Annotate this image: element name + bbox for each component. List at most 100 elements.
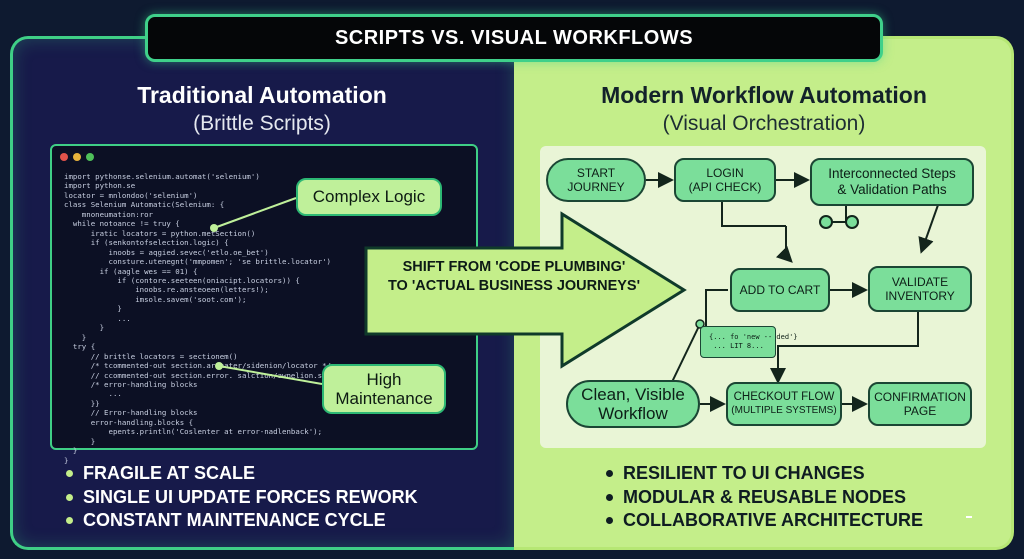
code-line: import python.se — [64, 181, 136, 191]
code-line: epents.println('Coslenter at error-nadle… — [64, 427, 323, 437]
right-subheading: (Visual Orchestration) — [662, 112, 866, 135]
page-title: SCRIPTS VS. VISUAL WORKFLOWS — [145, 14, 883, 62]
junction-node-b — [845, 215, 859, 229]
node-login-line-1: LOGIN — [706, 166, 744, 180]
left-bullet-item: FRAGILE AT SCALE — [66, 462, 418, 486]
bullet-dot-icon — [606, 517, 613, 525]
left-bullet-list: FRAGILE AT SCALE SINGLE UI UPDATE FORCES… — [66, 462, 418, 533]
code-line: if (contore.seeteen(oniacipt.locators)) … — [64, 275, 300, 285]
code-line: if (senkontofselection.logic) { — [64, 238, 229, 248]
code-line: inoobs.re.ansteoeen(letters!); — [64, 285, 269, 295]
code-line: while notoance != truy { — [64, 219, 180, 229]
code-line: } — [64, 436, 96, 446]
code-line: error-handling.blocks { — [64, 417, 194, 427]
node-steps-line-1: Interconnected Steps — [828, 166, 956, 181]
bullet-dot-icon — [66, 493, 73, 501]
code-line: consture.utenegnt('mmpomen'; 'se brittle… — [64, 257, 331, 267]
bullet-dot-icon — [606, 493, 613, 501]
node-checkout-line-1: CHECKOUT FLOW — [733, 391, 835, 403]
mini-code-snippet: {... fo 'new -- ded'} ... LIT 8... — [700, 326, 798, 358]
code-line: ... — [64, 389, 122, 399]
node-checkout-flow: CHECKOUT FLOW (MULTIPLE SYSTEMS) — [726, 382, 842, 426]
code-line: // brittle locators = sectionem() — [64, 351, 238, 361]
code-line: } — [64, 332, 87, 342]
edge-junction-cart — [775, 226, 793, 263]
right-bullet-text: COLLABORATIVE ARCHITECTURE — [623, 510, 923, 530]
node-clean-line-1: Clean, Visible — [581, 385, 685, 404]
right-bullet-item: RESILIENT TO UI CHANGES — [606, 462, 923, 486]
code-line: inoobs = aqgied.sevec('etlo.oe_bet') — [64, 247, 269, 257]
node-confirm-line-2: PAGE — [903, 404, 937, 418]
right-bullet-text: MODULAR & REUSABLE NODES — [623, 486, 907, 507]
sparkle-icon — [966, 516, 972, 518]
code-line: } — [64, 304, 122, 314]
code-line: class Selenium Automatic(Selenium: { — [64, 200, 225, 210]
left-bullet-text: SINGLE UI UPDATE FORCES REWORK — [83, 486, 418, 507]
code-line: locator = mnlondoo('selenium') — [64, 190, 198, 200]
code-line: } — [64, 446, 78, 456]
shift-arrow-shape — [364, 211, 687, 369]
node-interconnected-steps: Interconnected Steps& Validation Paths — [810, 158, 974, 206]
right-bullet-text: RESILIENT TO UI CHANGES — [623, 463, 865, 483]
code-line: /* error-handling blocks — [64, 379, 198, 389]
left-bullet-text: CONSTANT MAINTENANCE CYCLE — [83, 510, 386, 530]
edge-login-junction — [721, 202, 786, 227]
code-line: }} — [64, 398, 100, 408]
left-bullet-item: CONSTANT MAINTENANCE CYCLE — [66, 509, 418, 533]
maximize-dot-icon — [86, 153, 94, 161]
right-bullet-item: COLLABORATIVE ARCHITECTURE — [606, 509, 923, 533]
complex-logic-anchor — [210, 224, 218, 232]
node-validate-line-2: INVENTORY — [885, 289, 955, 303]
callout-complex-logic: Complex Logic — [296, 178, 442, 216]
complex-logic-connector — [213, 197, 297, 229]
code-line: } — [64, 455, 69, 465]
callout-high-line-2: Maintenance — [335, 389, 433, 408]
callout-high-line-1: High — [366, 370, 402, 389]
code-line: if (aagle wes == 01) { — [64, 266, 198, 276]
node-add-to-cart: ADD TO CART — [730, 268, 830, 312]
high-maintenance-connector — [218, 365, 323, 385]
code-line: mnoneumation:ror — [64, 209, 153, 219]
edge-validate-checkout — [770, 312, 919, 384]
node-steps-line-2: & Validation Paths — [837, 182, 947, 197]
code-line: iratic locators = python.metSection() — [64, 228, 256, 238]
code-line: imsole.savem('soot.com'); — [64, 294, 247, 304]
node-start-line-2: JOURNEY — [567, 180, 625, 194]
shift-line-2: TO 'ACTUAL BUSINESS JOURNEYS' — [387, 278, 641, 294]
edge-steps-validate — [918, 204, 939, 254]
node-clean-line-2: Workflow — [598, 404, 668, 423]
right-bullet-list: RESILIENT TO UI CHANGES MODULAR & REUSAB… — [606, 462, 923, 533]
junction-node-a — [819, 215, 833, 229]
code-line: // Error-handling blocks — [64, 408, 198, 418]
shift-line-1: SHIFT FROM 'CODE PLUMBING' — [402, 259, 626, 275]
window-controls — [60, 153, 94, 161]
bullet-dot-icon — [606, 470, 613, 478]
left-bullet-text: FRAGILE AT SCALE — [83, 463, 255, 483]
bullet-dot-icon — [66, 517, 73, 525]
node-checkout-line-2: (MULTIPLE SYSTEMS) — [731, 405, 837, 416]
bullet-dot-icon — [66, 470, 73, 478]
code-line: } — [64, 323, 105, 333]
code-line: ... — [64, 313, 131, 323]
left-bullet-item: SINGLE UI UPDATE FORCES REWORK — [66, 486, 418, 510]
node-cart-label: ADD TO CART — [739, 283, 821, 297]
shift-arrow-label: SHIFT FROM 'CODE PLUMBING' TO 'ACTUAL BU… — [364, 258, 664, 296]
callout-high-maintenance: High Maintenance — [322, 364, 446, 414]
minimize-dot-icon — [73, 153, 81, 161]
node-validate-line-1: VALIDATE — [891, 275, 949, 289]
close-dot-icon — [60, 153, 68, 161]
left-heading: Traditional Automation — [137, 82, 387, 108]
high-maintenance-anchor — [215, 362, 223, 370]
node-login-line-2: (API CHECK) — [688, 180, 762, 194]
right-bullet-item: MODULAR & REUSABLE NODES — [606, 486, 923, 510]
node-login: LOGIN(API CHECK) — [674, 158, 776, 202]
node-start-line-1: START — [576, 166, 616, 180]
code-line: try { — [64, 342, 96, 352]
left-subheading: (Brittle Scripts) — [193, 112, 331, 135]
